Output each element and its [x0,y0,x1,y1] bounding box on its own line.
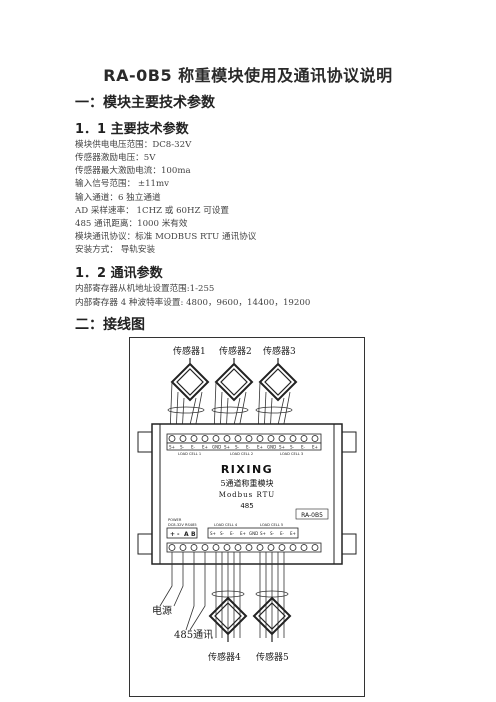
pin-label: E+ [290,531,296,536]
pin-label: GND [267,445,276,450]
rail-end-left-top [137,431,153,453]
model-badge: RA-0B5 [295,508,329,520]
pin-label: S- [235,445,240,450]
pin-label: S+ [260,531,266,536]
interface-label: 485 [240,502,253,510]
power-pin-plus: + [170,531,175,538]
subsection-1-1-heading: 1．1 主要技术参数 [75,122,189,137]
pin-label: E+ [202,445,208,450]
param-line: 输入通道：6 独立通道 [75,193,161,203]
param-line: AD 采样速率： 1CHZ 或 60HZ 可设置 [75,206,230,216]
pin-label: S- [180,445,185,450]
pin-label: E- [230,531,235,536]
pin-label: E+ [240,531,246,536]
power-wire-label: 电源 [152,604,172,617]
rail-end-left-bottom [137,533,153,555]
power-pin-minus: - [177,531,180,538]
wiring-diagram-svg: 传感器1 传感器2 传感器3 [137,345,357,663]
bottom-terminal-row [166,542,322,553]
bottom-pin-row [207,527,299,539]
rail-end-right-top [341,431,357,453]
bottom-wire-bundle [159,552,289,638]
pin-label: E- [191,445,196,450]
sensor-3-icon [258,358,298,402]
pin-label: E- [246,445,251,450]
brand-logo: RIXING [221,463,273,476]
pin-label: E- [280,531,285,536]
power-range: DC8-32V [168,523,184,527]
pin-label: E- [301,445,306,450]
rs485-wire-label: 485通讯 [174,629,213,641]
bottom-load-cell-labels: LOAD CELL 4 LOAD CELL 5 [214,523,283,527]
rs485-pin-a: A [184,531,189,538]
sensor-1-label: 传感器1 [173,345,206,357]
pin-label: E+ [312,445,318,450]
load-cell-3-label: LOAD CELL 3 [280,452,303,456]
param-line: 模块供电电压范围：DC8-32V [75,140,192,150]
sensor-2-icon [214,358,254,402]
pin-label: S- [270,531,275,536]
pin-label: S+ [224,445,230,450]
power-block: POWER DC8-32V RS485 + - A B [166,518,198,539]
protocol-label: Modbus RTU [219,491,275,499]
pin-label: GND [212,445,221,450]
sensor-3-label: 传感器3 [263,345,296,357]
param-line: 传感器激励电压：5V [75,153,156,163]
section1-heading: 一：模块主要技术参数 [75,95,215,111]
rs485-label: RS485 [185,523,197,527]
load-cell-2-label: LOAD CELL 2 [230,452,253,456]
pin-label: S+ [279,445,285,450]
pin-label: E+ [257,445,263,450]
rs485-pin-b: B [191,531,196,538]
param-line: 安装方式： 导轨安装 [75,245,156,255]
rail-end-right-bottom [341,533,357,555]
pin-label: S- [290,445,295,450]
comm-param-line: 内部寄存器从机地址设置范围:1-255 [75,284,215,294]
module-inner-frame [159,423,335,565]
subsection-1-2-heading: 1．2 通讯参数 [75,266,163,281]
sensor-5-icon [252,596,292,642]
pin-label: S- [220,531,225,536]
param-line: 输入信号范围： ±11mv [75,179,170,189]
wiring-diagram: 传感器1 传感器2 传感器3 [129,337,365,697]
top-terminal-row [166,433,322,451]
bottom-pin-labels: S+ S- E- E+ GND S+ S- E- E+ [210,531,296,536]
section2-heading: 二：接线图 [75,317,145,333]
sensor-2-label: 传感器2 [219,345,252,357]
pin-label: S+ [169,445,175,450]
load-cell-4-label: LOAD CELL 4 [214,523,238,527]
top-pin-labels: S+ S- E- E+ GND S+ S- E- E+ GND S+ S- E-… [169,445,318,450]
sensor-1-icon [170,358,210,402]
model-badge-text: RA-0B5 [301,512,323,519]
sensor-4-label: 传感器4 [208,651,241,663]
param-line: 模块通讯协议：标准 MODBUS RTU 通讯协议 [75,232,257,242]
comm-param-line: 内部寄存器 4 种波特率设置: 4800，9600，14400，19200 [75,298,311,308]
module-name: 5通道称重模块 [220,478,273,488]
load-cell-1-label: LOAD CELL 1 [178,452,201,456]
sensor-4-icon [208,596,248,642]
document-title: RA-0B5 称重模块使用及通讯协议说明 [103,66,393,85]
param-line: 485 通讯距离：1000 米有效 [75,219,188,229]
pin-label: S+ [210,531,216,536]
top-load-cell-labels: LOAD CELL 1 LOAD CELL 2 LOAD CELL 3 [178,452,303,456]
load-cell-5-label: LOAD CELL 5 [260,523,283,527]
pin-label: GND [249,531,258,536]
param-line: 传感器最大激励电流：100ma [75,166,191,176]
power-label: POWER [168,518,182,522]
sensor-5-label: 传感器5 [256,651,289,663]
